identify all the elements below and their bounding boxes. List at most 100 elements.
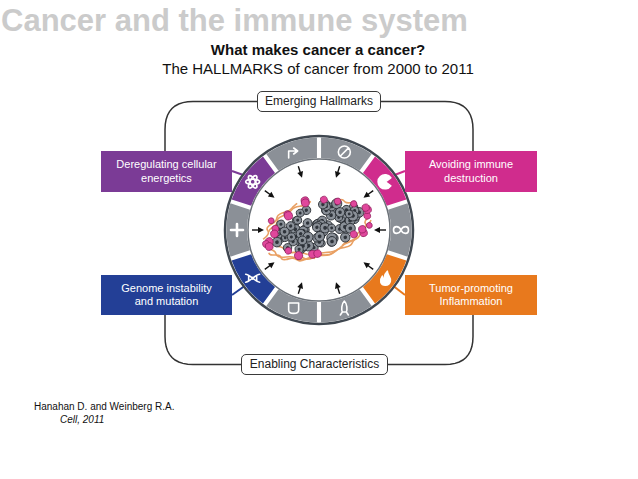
bracket-connector [381, 102, 473, 152]
tumor-cell [302, 218, 313, 229]
cell-body [334, 207, 346, 219]
cell-nucleus [338, 210, 342, 214]
arrow-tip [297, 171, 303, 178]
inward-arrow [363, 191, 373, 198]
cell-nucleus [323, 226, 328, 231]
cell-nucleus [347, 212, 351, 216]
tumor-cell [297, 235, 308, 246]
cell-nucleus [289, 224, 293, 228]
hallmark-icon [246, 174, 260, 189]
immune-cell [350, 200, 358, 208]
tumor-cell [327, 223, 336, 232]
inward-arrow [252, 227, 264, 233]
icon-glyph [246, 274, 260, 282]
cell-body [297, 235, 308, 246]
cell-nucleus [275, 240, 280, 245]
arrow-tip [374, 227, 380, 233]
box-label: Emerging Hallmarks [265, 94, 373, 108]
icon-glyph [231, 224, 243, 236]
icon-glyph [247, 174, 259, 189]
bracket-connector [165, 102, 257, 152]
immune-cell [270, 229, 279, 238]
citation: Cell, 2011 [60, 415, 180, 425]
icon-glyph [378, 175, 391, 189]
icon-glyph [289, 303, 299, 313]
arrow-shaft [252, 229, 259, 230]
tumor-cell [295, 208, 304, 217]
wheel-rim [225, 136, 413, 324]
citation: Hanahan D. and Weinberg R.A. [34, 402, 234, 412]
arrow-tip [335, 282, 341, 289]
cell-nucleus [289, 235, 293, 239]
cell-body [326, 235, 338, 247]
hallmark-icon [381, 271, 391, 285]
hallmark-icon [340, 301, 348, 315]
inward-arrow [297, 166, 303, 177]
arrow-shaft [338, 287, 340, 294]
immune-cell [268, 217, 275, 224]
immune-cell [320, 195, 328, 203]
tumor-cell [344, 209, 353, 218]
arrow-tip [335, 171, 341, 178]
hallmark-box: Genome instability and mutation [101, 275, 232, 315]
inward-arrow [363, 262, 373, 269]
arrow-shaft [368, 265, 374, 269]
wheel-segment [388, 203, 411, 256]
icon-glyph [289, 148, 298, 158]
cell-body [302, 218, 313, 229]
cell-nucleus [348, 226, 353, 231]
bracket-connector [165, 315, 241, 365]
icon-glyph [381, 271, 391, 285]
cell-nucleus [315, 225, 319, 229]
icon-glyph [247, 174, 259, 189]
tumor-cell [279, 226, 290, 237]
inward-arrow [374, 227, 386, 233]
cell-nucleus [330, 239, 335, 244]
section-header-box: Emerging Hallmarks [257, 91, 381, 112]
cell-nucleus [306, 221, 310, 225]
inward-arrow [297, 282, 303, 293]
cell-body [279, 226, 290, 237]
hallmark-icon [289, 303, 299, 313]
hallmark-icon [378, 175, 391, 189]
cell-body [327, 223, 336, 232]
immune-cell [301, 198, 311, 208]
arrow-shaft [265, 191, 271, 195]
inward-arrow [265, 262, 275, 269]
arrow-tip [297, 282, 303, 289]
immune-cell [334, 197, 342, 205]
immune-cell [283, 211, 293, 221]
arrow-shaft [338, 166, 340, 173]
cell-nucleus [296, 218, 300, 222]
hallmark-box: Avoiding immune destruction [405, 151, 537, 192]
tumor-cluster [253, 180, 380, 271]
immune-cell [264, 242, 273, 251]
cell-nucleus [298, 232, 302, 236]
arrow-shaft [368, 191, 374, 195]
arrow-shaft [265, 265, 271, 269]
box-label: Tumor-promoting Inflammation [417, 282, 525, 308]
cell-nucleus [304, 208, 308, 212]
immune-cell [350, 230, 359, 239]
box-label: Avoiding immune destruction [417, 158, 525, 184]
tumor-cell [334, 207, 346, 219]
slide-title: Cancer and the immune system [1, 5, 468, 36]
section-header-box: Enabling Characteristics [241, 354, 388, 375]
icon-glyph [338, 146, 350, 158]
cell-nucleus [317, 234, 322, 239]
inward-arrow [265, 191, 275, 198]
cell-nucleus [284, 236, 287, 239]
icon-glyph [340, 301, 348, 315]
box-label: Genome instability and mutation [113, 282, 220, 308]
cell-nucleus [298, 211, 302, 215]
cell-nucleus [330, 226, 334, 230]
arrow-tip [258, 227, 264, 233]
icon-glyph [394, 227, 409, 234]
stroma-fiber [305, 220, 376, 258]
hallmark-icon [246, 274, 260, 282]
cell-body [344, 209, 353, 218]
inward-arrow [335, 166, 341, 177]
hallmark-icon [394, 227, 409, 234]
